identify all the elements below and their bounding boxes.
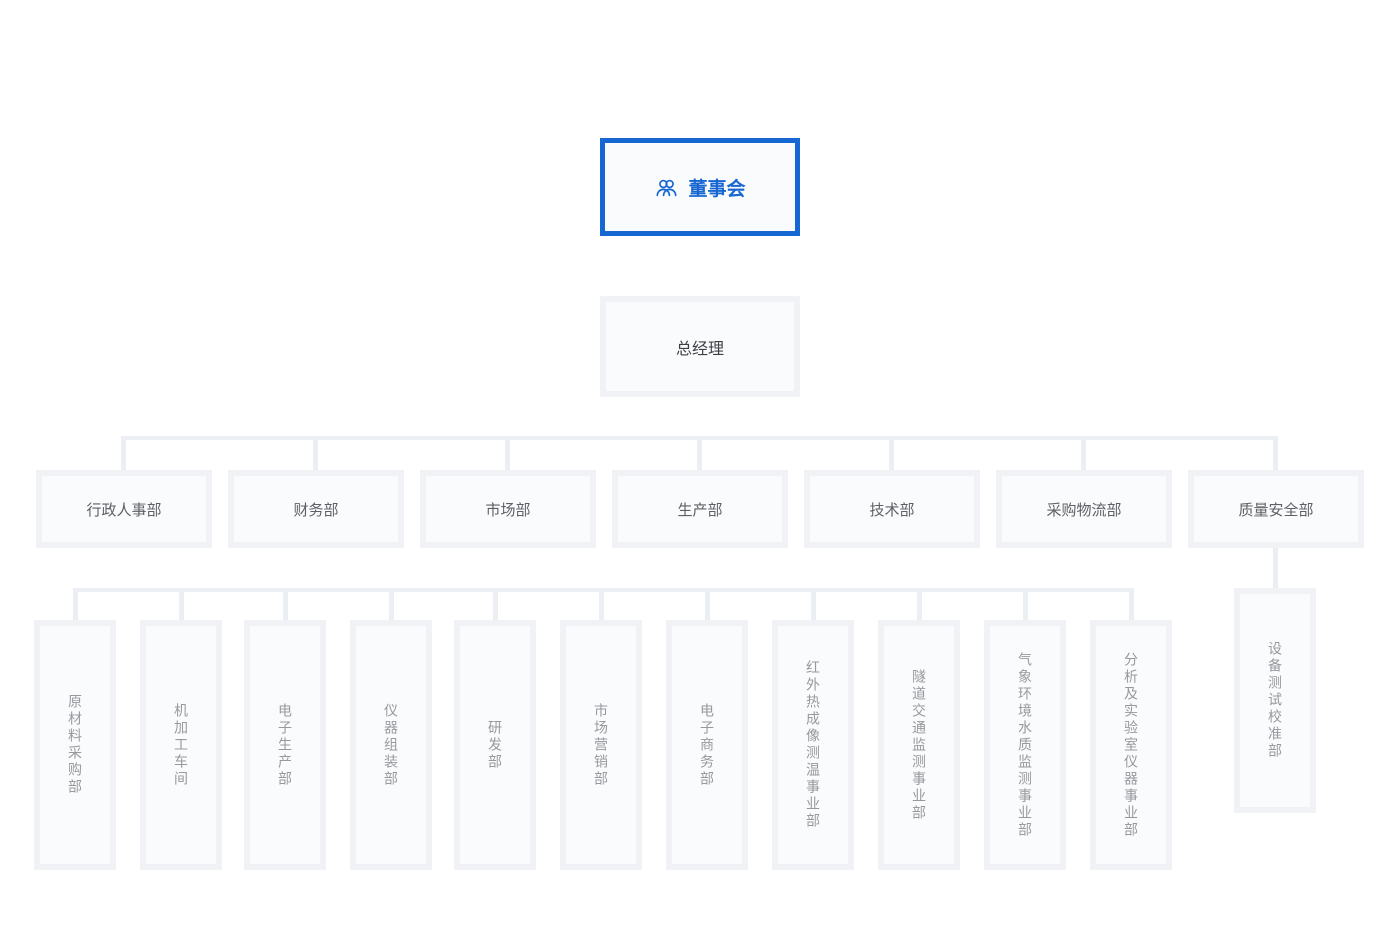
connector-level2-stub	[493, 588, 498, 620]
node-label: 原材料采购部	[67, 694, 83, 796]
node-dept-admin-hr[interactable]: 行政人事部	[36, 470, 212, 548]
node-sub-machining-workshop[interactable]: 机加工车间	[140, 620, 222, 870]
node-label: 总经理	[675, 340, 724, 358]
node-dept-marketing[interactable]: 市场部	[420, 470, 596, 548]
node-label: 仪器组装部	[383, 702, 399, 788]
node-label: 董事会	[688, 178, 746, 200]
connector-level2-stub	[705, 588, 710, 620]
connector-level2-stub	[73, 588, 78, 620]
team-icon	[654, 175, 679, 200]
node-label: 财务部	[293, 501, 339, 519]
connector-level1-stub	[1081, 436, 1086, 470]
node-label: 质量安全部	[1238, 501, 1314, 519]
connector-level2-stub	[1023, 588, 1028, 620]
node-sub-tunnel-traffic-monitoring[interactable]: 隧道交通监测事业部	[878, 620, 960, 870]
node-label: 电子商务部	[699, 702, 715, 788]
node-board[interactable]: 董事会	[600, 138, 800, 236]
node-sub-ecommerce[interactable]: 电子商务部	[666, 620, 748, 870]
connector-level1-stub	[313, 436, 318, 470]
node-dept-quality-safety[interactable]: 质量安全部	[1188, 470, 1364, 548]
node-dept-finance[interactable]: 财务部	[228, 470, 404, 548]
connector-level1-stub	[121, 436, 126, 470]
connector-level2-stub	[811, 588, 816, 620]
node-label: 机加工车间	[173, 702, 189, 788]
node-label: 研发部	[487, 719, 503, 771]
node-label: 电子生产部	[277, 702, 293, 788]
node-sub-analysis-lab-instruments[interactable]: 分析及实验室仪器事业部	[1090, 620, 1172, 870]
node-sub-raw-material-purchasing[interactable]: 原材料采购部	[34, 620, 116, 870]
node-label: 红外热成像测温事业部	[805, 660, 821, 830]
node-label: 气象环境水质监测事业部	[1017, 651, 1033, 839]
connector-level2-stub	[389, 588, 394, 620]
node-sub-equipment-test-calibration[interactable]: 设备测试校准部	[1234, 588, 1316, 813]
connector-level2-stub	[1129, 588, 1134, 620]
node-sub-marketing-sales[interactable]: 市场营销部	[560, 620, 642, 870]
node-dept-technology[interactable]: 技术部	[804, 470, 980, 548]
connector-level1-stub	[1273, 436, 1278, 470]
connector-level2-stub	[283, 588, 288, 620]
node-dept-production[interactable]: 生产部	[612, 470, 788, 548]
node-sub-rnd[interactable]: 研发部	[454, 620, 536, 870]
node-label: 生产部	[677, 501, 723, 519]
connector-level2-stub	[599, 588, 604, 620]
node-label: 行政人事部	[86, 501, 162, 519]
node-dept-procurement-logistics[interactable]: 采购物流部	[996, 470, 1172, 548]
node-sub-instrument-assembly[interactable]: 仪器组装部	[350, 620, 432, 870]
node-label: 分析及实验室仪器事业部	[1123, 651, 1139, 839]
node-label: 技术部	[869, 501, 915, 519]
node-label: 设备测试校准部	[1267, 641, 1283, 760]
node-label: 采购物流部	[1046, 501, 1122, 519]
node-sub-meteorological-water-quality[interactable]: 气象环境水质监测事业部	[984, 620, 1066, 870]
connector-level1-stub	[889, 436, 894, 470]
connector-quality-child	[1273, 546, 1278, 588]
connector-level2-stub	[179, 588, 184, 620]
connector-level1-stub	[697, 436, 702, 470]
connector-level1-stub	[505, 436, 510, 470]
node-sub-infrared-thermal-imaging[interactable]: 红外热成像测温事业部	[772, 620, 854, 870]
node-label: 市场营销部	[593, 702, 609, 788]
node-general-manager[interactable]: 总经理	[600, 296, 800, 397]
node-sub-electronics-production[interactable]: 电子生产部	[244, 620, 326, 870]
node-label: 隧道交通监测事业部	[911, 668, 927, 822]
connector-level2-stub	[917, 588, 922, 620]
node-label: 市场部	[485, 501, 531, 519]
